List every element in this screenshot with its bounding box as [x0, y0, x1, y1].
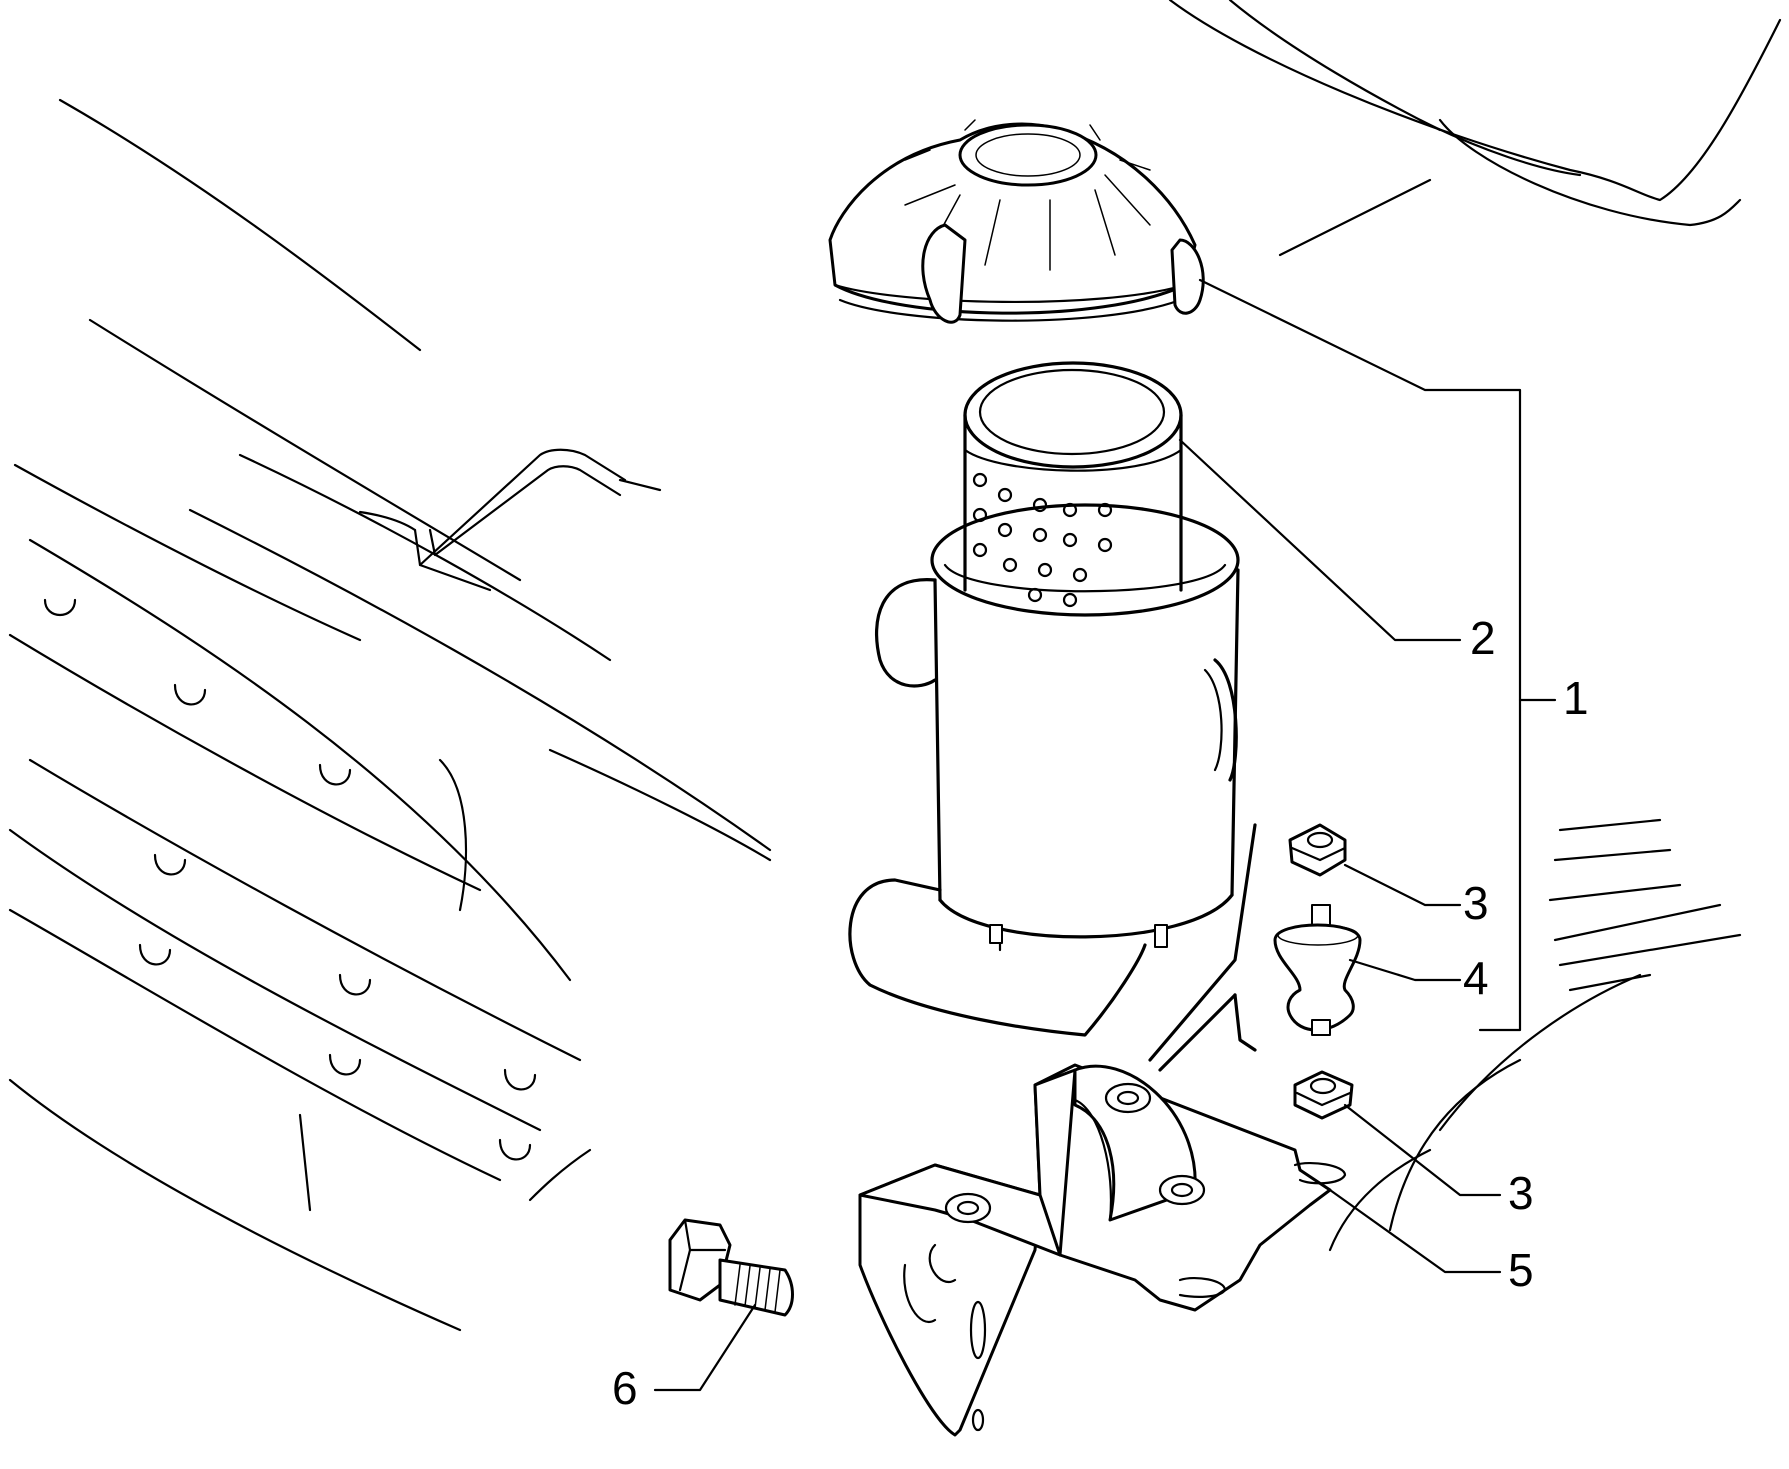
filter-housing: [848, 503, 1240, 1037]
callout-2: 2: [1470, 612, 1496, 664]
hex-bolt: [668, 1218, 794, 1317]
callout-6: 6: [612, 1362, 638, 1414]
mounting-reference-lines: [1148, 823, 1257, 1072]
mounting-bracket: [858, 1063, 1347, 1437]
filter-element: [963, 361, 1183, 608]
callout-5: 5: [1508, 1244, 1534, 1296]
callout-3-top: 3: [1463, 877, 1489, 929]
callout-1: 1: [1563, 672, 1589, 724]
callout-4: 4: [1463, 952, 1489, 1004]
hex-nut-bottom: [1293, 1070, 1354, 1120]
leader-lines: [653, 278, 1557, 1392]
air-filter-cap: [828, 119, 1205, 324]
callout-3-bottom: 3: [1508, 1167, 1534, 1219]
hex-nut-top: [1288, 823, 1347, 877]
vehicle-body-background: [8, 0, 1782, 1332]
callout-labels: 1 2 3 4 3 5 6: [612, 612, 1589, 1414]
filter-perforation-holes: [972, 472, 1113, 608]
rubber-mount-stud: [1273, 904, 1362, 1036]
